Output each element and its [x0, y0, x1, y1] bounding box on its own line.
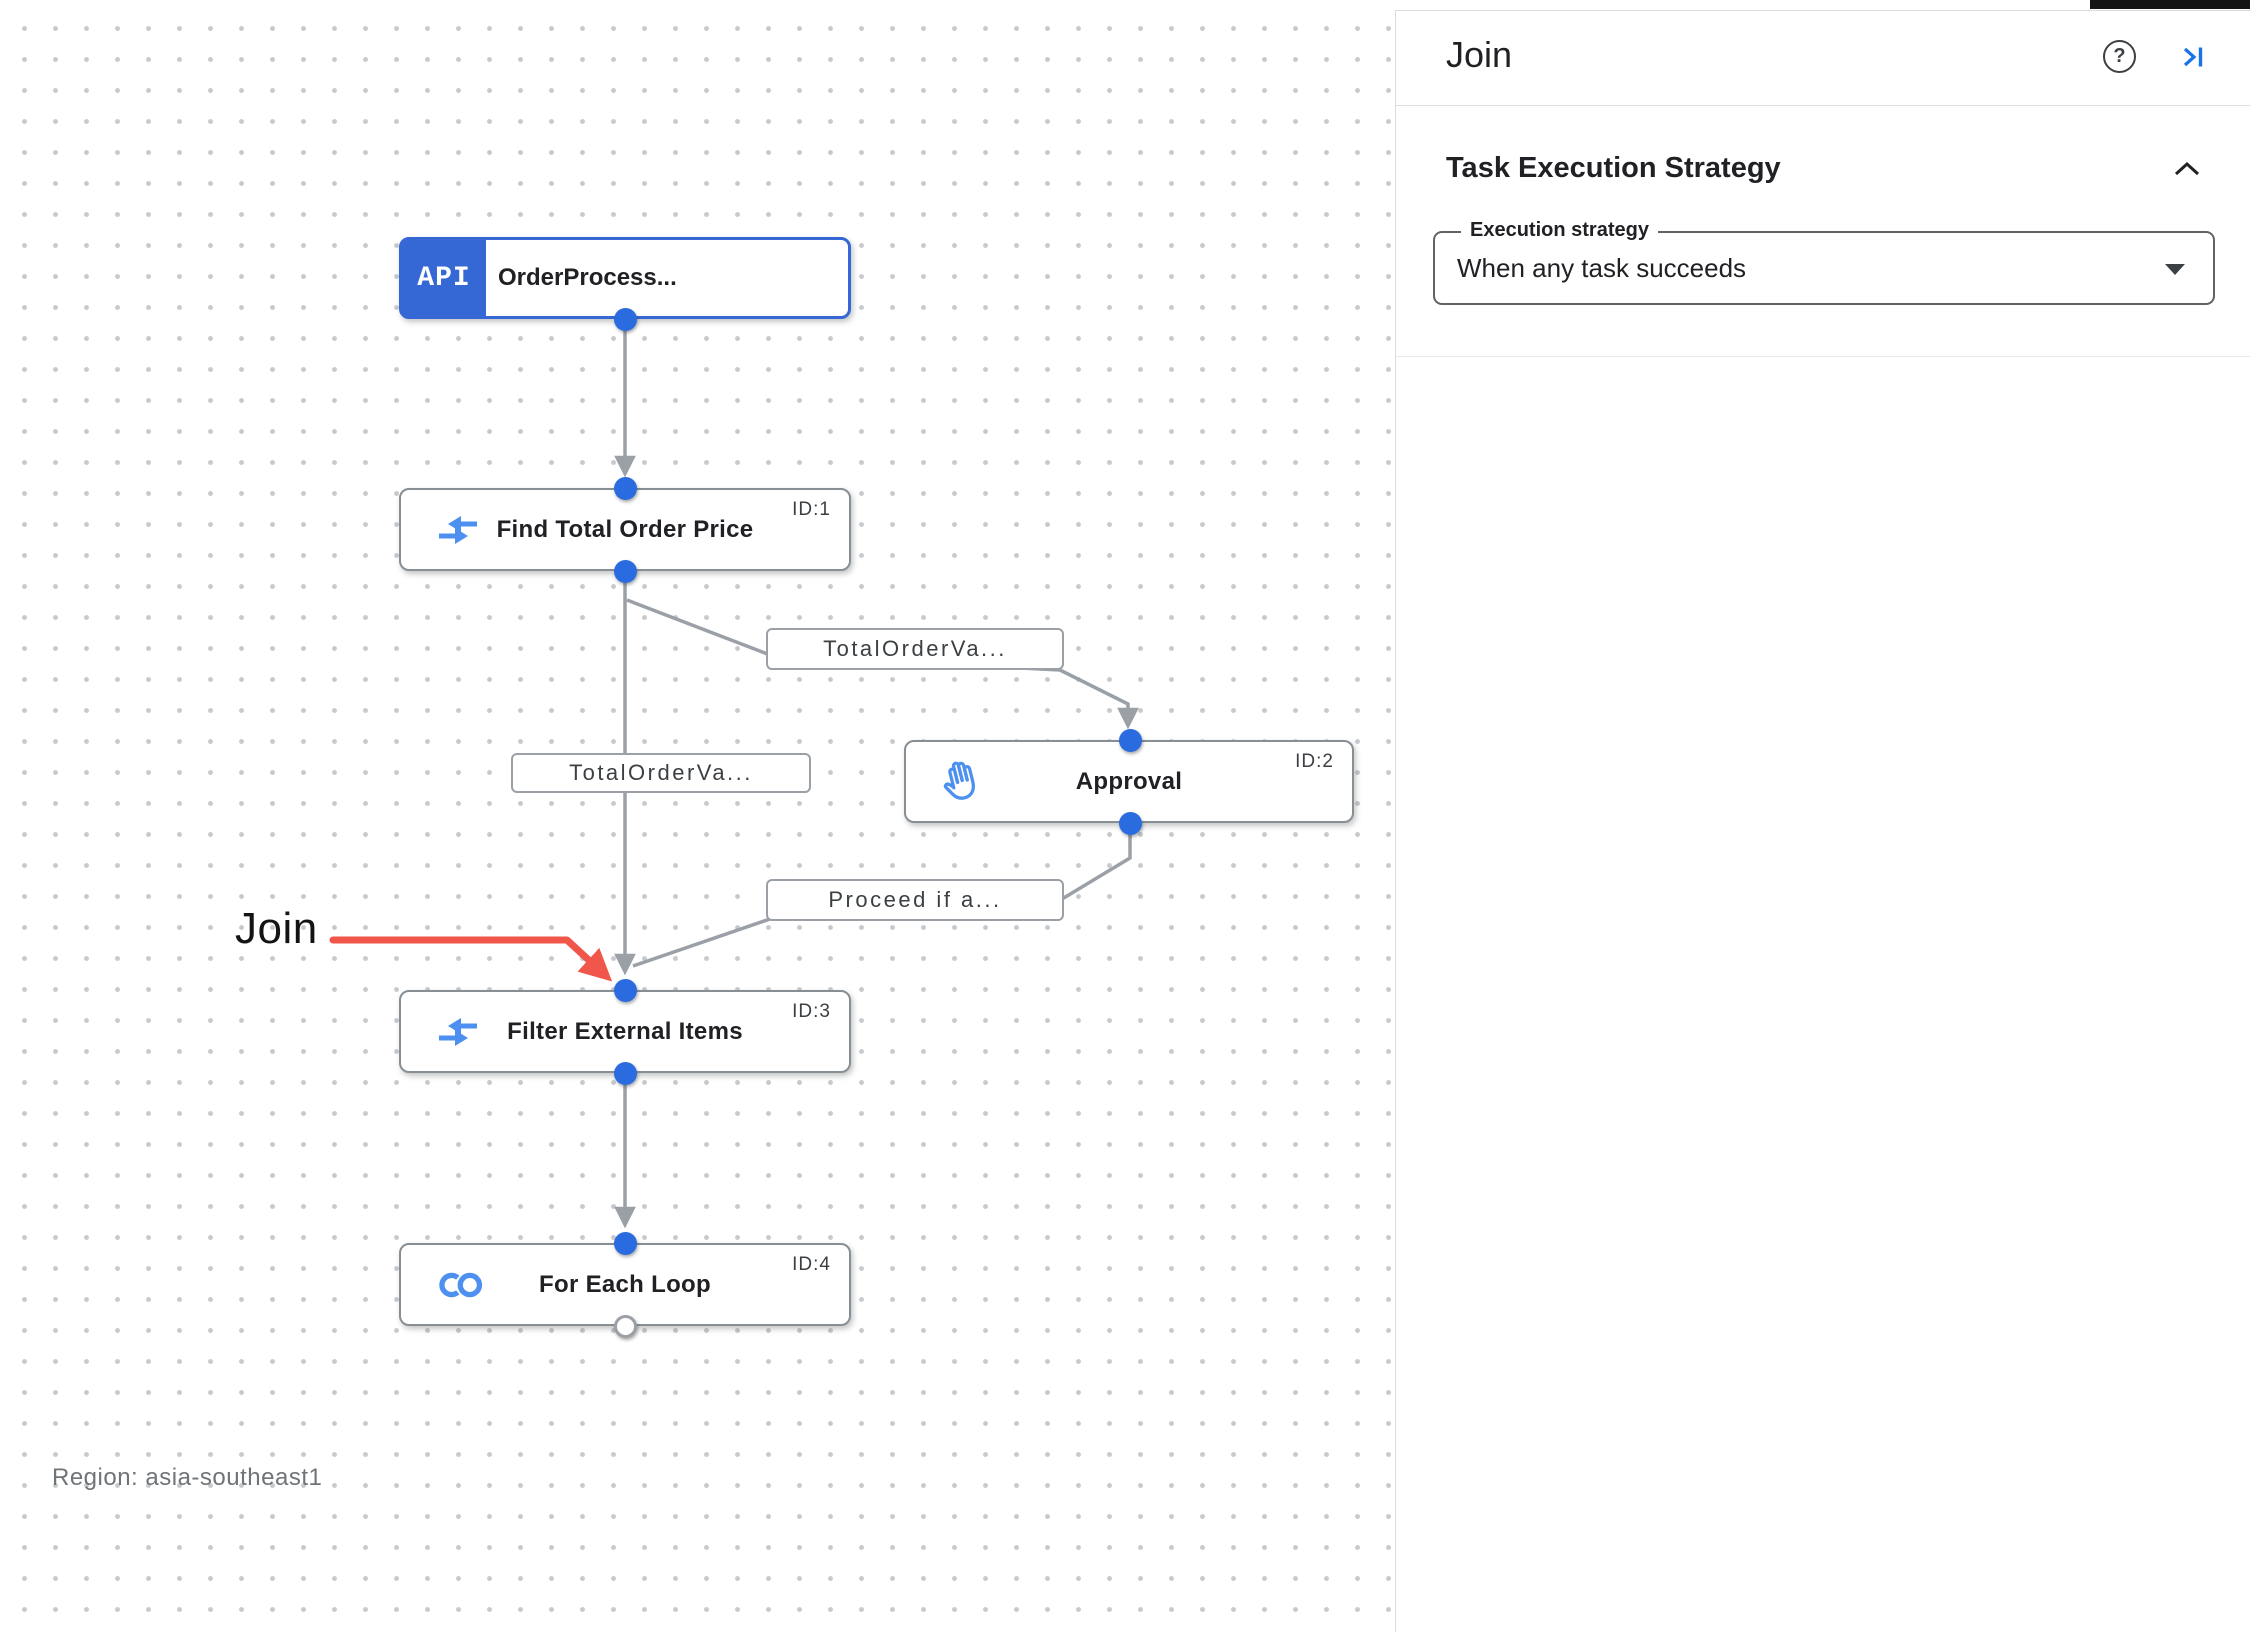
panel-section-divider: [1396, 356, 2250, 357]
connector-dot-task1-out[interactable]: [613, 559, 637, 583]
execution-strategy-value: When any task succeeds: [1457, 252, 1747, 283]
node-api-trigger[interactable]: API OrderProcess...: [399, 237, 851, 319]
connector-dot-approval-in[interactable]: [1118, 728, 1142, 752]
connector-dot-task4-in[interactable]: [613, 1231, 637, 1255]
edge-task1-to-approval[interactable]: [626, 598, 1139, 730]
collapse-panel-icon[interactable]: [2180, 43, 2208, 71]
chevron-up-icon[interactable]: [2172, 160, 2202, 178]
node-title: OrderProcess...: [498, 264, 677, 291]
node-filter-external-items[interactable]: Filter External Items ID:3: [399, 990, 851, 1073]
edge-label-total-order-value-right[interactable]: TotalOrderVa...: [766, 628, 1064, 670]
task-id-badge: ID:2: [1295, 751, 1334, 772]
execution-strategy-label: Execution strategy: [1461, 219, 1658, 242]
execution-strategy-select[interactable]: Execution strategy When any task succeed…: [1433, 219, 2215, 305]
join-annotation-label: Join: [235, 904, 318, 953]
node-find-total-order-price[interactable]: Find Total Order Price ID:1: [399, 488, 851, 571]
connector-dot-task1-in[interactable]: [613, 476, 637, 500]
node-for-each-loop[interactable]: For Each Loop ID:4: [399, 1243, 851, 1326]
connector-dot-task4-out[interactable]: [613, 1314, 637, 1338]
approval-hand-icon: [943, 761, 975, 800]
edge-label-proceed-if[interactable]: Proceed if a...: [766, 879, 1064, 921]
data-mapping-icon: [439, 515, 477, 544]
connector-dot-join[interactable]: [613, 978, 637, 1002]
api-trigger-badge-label: API: [417, 262, 471, 294]
connector-dot-task3-out[interactable]: [613, 1061, 637, 1085]
node-title: For Each Loop: [539, 1270, 711, 1298]
region-label: Region: asia-southeast1: [52, 1464, 323, 1491]
connector-dot-approval-out[interactable]: [1118, 811, 1142, 835]
task-id-badge: ID:1: [792, 499, 831, 520]
section-title-task-execution-strategy: Task Execution Strategy: [1446, 152, 1781, 184]
workflow-canvas[interactable]: API OrderProcess... Find Total Order Pri…: [0, 0, 1395, 1632]
workflow-edges: [329, 327, 1139, 1229]
dropdown-arrow-icon: [2165, 264, 2185, 275]
api-trigger-badge: API: [402, 240, 486, 316]
node-title: Filter External Items: [507, 1017, 743, 1045]
join-annotation-arrow: [329, 936, 613, 982]
task-id-badge: ID:4: [792, 1254, 831, 1275]
edge-label-total-order-value-left[interactable]: TotalOrderVa...: [511, 753, 811, 793]
node-title: Find Total Order Price: [496, 515, 754, 543]
window-edge-bar: [2090, 0, 2250, 9]
loop-icon: [439, 1272, 483, 1297]
data-mapping-icon: [439, 1017, 477, 1046]
panel-header-divider: [1396, 105, 2250, 106]
help-icon[interactable]: ?: [2103, 40, 2136, 73]
node-title: Approval: [1075, 767, 1183, 795]
task-id-badge: ID:3: [792, 1001, 831, 1022]
connector-dot-trigger-out[interactable]: [613, 307, 637, 331]
help-icon-glyph: ?: [2113, 45, 2126, 67]
node-approval[interactable]: Approval ID:2: [904, 740, 1354, 823]
panel-title: Join: [1446, 34, 1513, 75]
